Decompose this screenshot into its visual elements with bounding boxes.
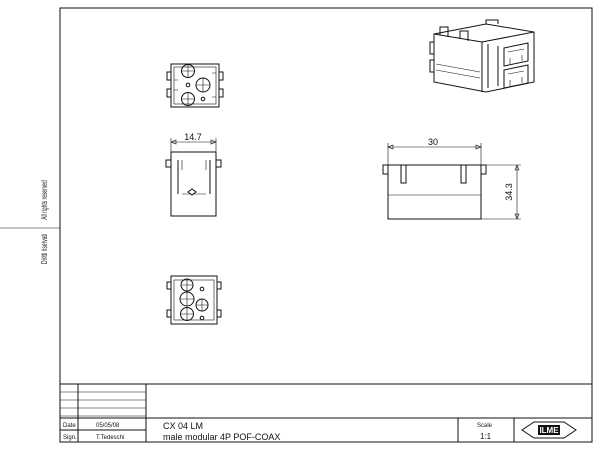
dimension-30: 30 [428, 137, 438, 147]
rights-reserved-italian: Diritti riservati [41, 234, 49, 264]
date-label: Date [63, 423, 76, 429]
part-description: male modular 4P POF-COAX [163, 432, 280, 442]
scale-value: 1:1 [480, 432, 492, 441]
sign-value: T.Tedeschi [96, 435, 124, 441]
dimension-14-7: 14.7 [184, 132, 202, 142]
company-logo: ILME [521, 421, 577, 439]
scale-label: Scale [477, 423, 493, 429]
dimension-34-3: 34.3 [504, 183, 514, 201]
connector-front-view: 14.7 [165, 132, 222, 217]
connector-top-view-upper [166, 63, 224, 108]
sign-label: Sign. [63, 435, 77, 441]
connector-isometric-view [429, 19, 535, 93]
connector-top-view-lower [166, 275, 222, 325]
connector-side-view: 30 34.3 [382, 137, 521, 220]
part-code: CX 04 LM [163, 421, 203, 431]
rights-reserved-english: All rights reserved [41, 180, 49, 220]
drawing-frame [59, 7, 593, 443]
title-block: Date 05/05/08 Sign. T.Tedeschi CX 04 LM … [60, 383, 592, 442]
logo-text: ILME [539, 426, 559, 435]
date-value: 05/05/08 [96, 423, 120, 429]
